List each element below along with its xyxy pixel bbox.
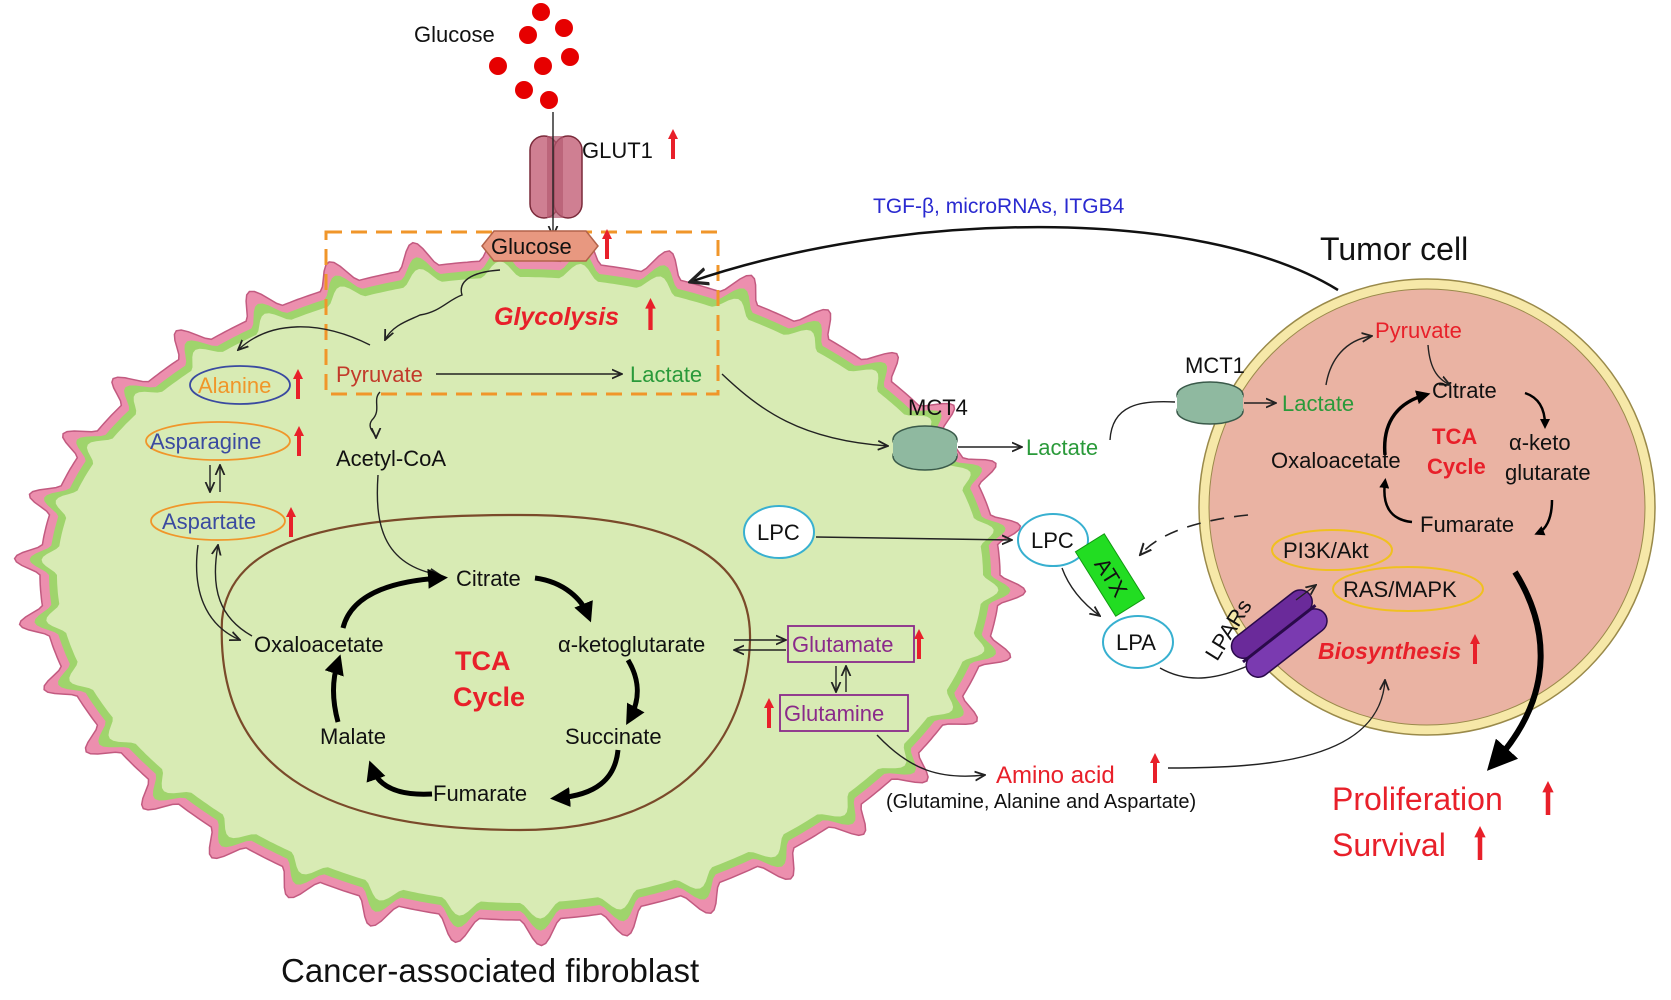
oaa-to-aspartate-arrow xyxy=(215,545,253,637)
alanine-label: Alanine xyxy=(198,373,271,398)
alanine-node xyxy=(189,365,291,405)
citrate-caf-label: Citrate xyxy=(456,566,521,591)
proliferation-label: Proliferation xyxy=(1332,781,1503,817)
biosynthesis-label: Biosynthesis xyxy=(1318,638,1461,664)
malate-label: Malate xyxy=(320,724,386,749)
lactate-to-pyruvate-arrow xyxy=(1325,336,1372,386)
acetyl-coa-label: Acetyl-CoA xyxy=(336,446,446,471)
glutamine-label: Glutamine xyxy=(784,701,884,726)
glycolysis-label: Glycolysis xyxy=(494,303,619,331)
pi3k-node xyxy=(1271,529,1393,571)
glucose-inside-node xyxy=(481,230,599,262)
pyruvate-tumor-label: Pyruvate xyxy=(1375,318,1462,343)
tca-caf-label-1: TCA xyxy=(455,646,511,676)
pyruvate-to-alanine-arrow xyxy=(238,326,371,350)
oxaloacetate-tumor-label: Oxaloacetate xyxy=(1271,448,1401,473)
tca-tumor-label-1: TCA xyxy=(1432,424,1477,449)
tca-caf-cycle-arrows xyxy=(324,568,645,807)
glucose-outside-label: Glucose xyxy=(414,22,495,47)
tca-tumor-label-2: Cycle xyxy=(1427,454,1486,479)
rasmapk-label: RAS/MAPK xyxy=(1343,577,1457,602)
glut1-up-arrow xyxy=(668,129,678,159)
glucose-molecules xyxy=(489,3,579,109)
citrate-tumor-label: Citrate xyxy=(1432,378,1497,403)
aspartate-label: Aspartate xyxy=(162,509,256,534)
akg-caf-label: α-ketoglutarate xyxy=(558,632,705,657)
glucose-inside-label: Glucose xyxy=(491,234,572,259)
aspartate-to-oaa-arrow xyxy=(195,544,240,640)
glutamate-node xyxy=(787,625,915,663)
lactate-mid-label: Lactate xyxy=(1026,435,1098,460)
akg-tumor-label-2: glutarate xyxy=(1505,460,1591,485)
fumarate-tumor-label: Fumarate xyxy=(1420,512,1514,537)
glutamine-node xyxy=(779,694,909,732)
tumor-to-proliferation-arrow xyxy=(1486,570,1544,771)
lpc-to-lpa-arrow xyxy=(1061,567,1100,616)
survival-label: Survival xyxy=(1332,827,1446,863)
lpa-label: LPA xyxy=(1116,630,1156,655)
akg-tumor-label-1: α-keto xyxy=(1509,430,1571,455)
pyruvate-to-citrate-arrow xyxy=(1427,344,1450,385)
lpars-receptor xyxy=(1230,589,1328,678)
glutamate-label: Glutamate xyxy=(792,632,894,657)
mct4-label: MCT4 xyxy=(908,395,968,420)
proliferation-up-arrow xyxy=(1542,781,1554,815)
amino-acid-up-arrow xyxy=(1150,753,1160,783)
lactate-tumor-label: Lactate xyxy=(1282,391,1354,416)
atx-secretion-arrow xyxy=(1140,514,1249,555)
fumarate-caf-label: Fumarate xyxy=(433,781,527,806)
lpc-caf-label: LPC xyxy=(757,520,800,545)
lpc-mid-node xyxy=(1017,513,1089,567)
glycolysis-box xyxy=(324,230,720,396)
glut1-label: GLUT1 xyxy=(582,138,653,163)
tumor-cell-label: Tumor cell xyxy=(1320,231,1468,267)
lactate-export-arrow xyxy=(721,373,888,446)
lpc-transfer-arrow xyxy=(815,537,1012,540)
lpc-mid-label: LPC xyxy=(1031,528,1074,553)
rasmapk-node xyxy=(1332,566,1484,612)
glutamine-to-aminoacid-arrow xyxy=(876,734,985,776)
caf-title: Cancer-associated fibroblast xyxy=(281,952,699,989)
lactate-caf-label: Lactate xyxy=(630,362,702,387)
mct1-transporter xyxy=(1176,381,1244,425)
mct4-transporter xyxy=(892,425,958,471)
lactate-to-mct1-line xyxy=(1109,400,1176,441)
signal-label: TGF-β, microRNAs, ITGB4 xyxy=(873,195,1125,218)
asparagine-node xyxy=(145,421,291,461)
acetylcoa-to-citrate-arrow xyxy=(376,474,440,575)
oxaloacetate-caf-label: Oxaloacetate xyxy=(254,632,384,657)
mct1-label: MCT1 xyxy=(1185,353,1245,378)
lpc-caf-node xyxy=(743,505,815,559)
asparagine-label: Asparagine xyxy=(150,429,261,454)
tca-caf-label-2: Cycle xyxy=(453,682,525,712)
pyruvate-to-acetylcoa-arrow xyxy=(369,391,380,438)
survival-up-arrow xyxy=(1474,826,1486,860)
succinate-label: Succinate xyxy=(565,724,662,749)
pi3k-label: PI3K/Akt xyxy=(1283,538,1369,563)
glycolysis-arrow xyxy=(385,269,501,340)
amino-acid-label: Amino acid xyxy=(996,762,1115,789)
lpa-node xyxy=(1102,615,1174,669)
pyruvate-caf-label: Pyruvate xyxy=(336,362,423,387)
glut1-transporter xyxy=(529,135,583,219)
tca-tumor-cycle-arrows xyxy=(1379,390,1554,536)
signal-arrow xyxy=(690,225,1339,292)
lpa-to-lpars-line xyxy=(1159,664,1251,679)
aminoacid-to-biosynthesis-arrow xyxy=(1167,680,1385,769)
amino-acid-sub-label: (Glutamine, Alanine and Aspartate) xyxy=(886,791,1196,813)
aspartate-node xyxy=(150,501,286,541)
lpars-to-signaling-arrow xyxy=(1295,585,1316,601)
